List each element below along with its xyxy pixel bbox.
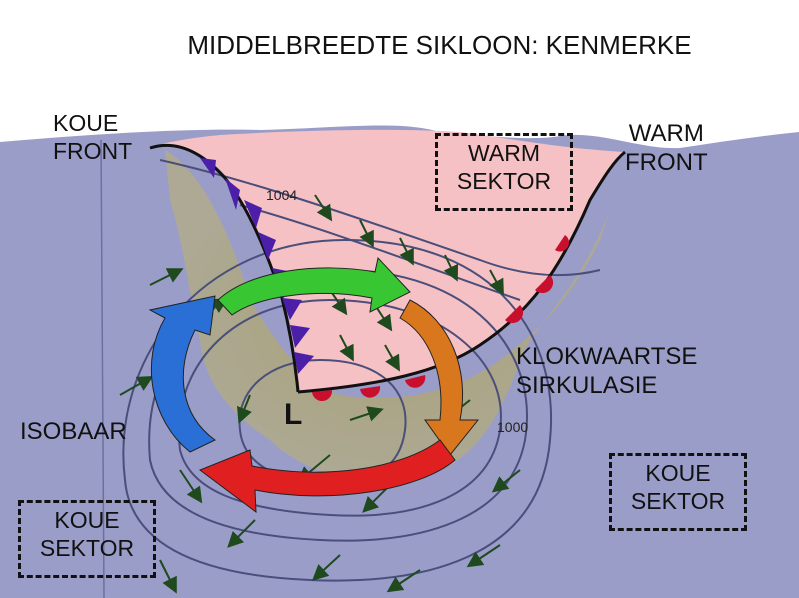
front-triangle <box>290 325 310 348</box>
wind-arrow <box>489 269 504 296</box>
wind-arrow <box>314 194 333 222</box>
front-triangle <box>200 158 216 178</box>
front-triangle <box>225 178 240 210</box>
warm-front-semicircles <box>312 235 570 402</box>
front-semicircle <box>505 305 524 324</box>
cold-front-label-line2: FRONT <box>53 137 133 164</box>
warm-sector-label-line1: WARM <box>468 140 540 166</box>
wind-arrow <box>384 344 400 372</box>
isobar-value-upper: 1004 <box>266 187 297 203</box>
wind-arrow <box>359 219 374 248</box>
wind-arrow <box>466 544 501 568</box>
wind-arrow <box>119 376 154 396</box>
low-pressure-marker: L <box>284 398 302 431</box>
front-semicircle <box>312 390 333 402</box>
front-triangle <box>258 232 276 260</box>
front-semicircle <box>360 386 381 398</box>
wind-arrow <box>399 237 414 266</box>
front-semicircle <box>405 375 426 388</box>
circulation-label-line1: KLOKWAARTSE <box>516 343 698 370</box>
isobar-line <box>239 204 521 301</box>
warm-sector-label-line2: SEKTOR <box>456 167 552 194</box>
wind-arrow <box>312 554 341 581</box>
cold-sector-left-label: KOUE SEKTOR <box>18 500 156 578</box>
circulation-arrows <box>148 256 480 514</box>
circulation-label: KLOKWAARTSE SIRKULASIE <box>516 343 697 401</box>
green-circulation-arrow <box>217 256 411 316</box>
wind-arrow <box>179 469 203 504</box>
warm-front-label-line1: WARM <box>628 120 704 147</box>
cold-sector-right-line2: SEKTOR <box>630 487 726 514</box>
isobar-line <box>122 238 552 582</box>
cold-sector-left-line2: SEKTOR <box>39 534 135 561</box>
isobar-label: ISOBAAR <box>20 418 127 445</box>
wind-arrow <box>339 334 354 362</box>
circulation-label-line2: SIRKULASIE <box>516 371 658 399</box>
warm-front-label: WARM FRONT <box>625 120 708 178</box>
page-title: MIDDELBREEDTE SIKLOON: KENMERKE <box>187 30 692 60</box>
front-triangle <box>244 200 262 228</box>
cold-sector-right-label: KOUE SEKTOR <box>609 453 747 531</box>
cold-front-line <box>149 143 300 393</box>
cold-sector-left-line1: KOUE <box>54 507 120 533</box>
warm-sector-area <box>150 129 625 392</box>
wind-arrow <box>443 254 459 282</box>
meridian-line <box>100 139 105 598</box>
wind-arrow <box>227 519 256 548</box>
wind-arrow <box>374 304 393 332</box>
wind-arrow <box>149 268 184 286</box>
front-triangle <box>294 352 314 374</box>
wind-arrow <box>237 394 252 424</box>
wind-arrow <box>349 406 384 422</box>
red-circulation-arrow <box>198 439 456 514</box>
front-semicircle <box>555 235 570 252</box>
front-triangle <box>282 298 302 320</box>
cold-front-label: KOUE FRONT <box>53 110 132 165</box>
wind-arrow <box>386 569 421 593</box>
warm-front-label-line2: FRONT <box>625 148 708 176</box>
isobar-line <box>177 298 502 517</box>
wind-arrow <box>159 559 177 594</box>
cold-sector-right-line1: KOUE <box>645 460 711 486</box>
blue-circulation-arrow <box>148 295 216 453</box>
cold-front-label-line1: KOUE <box>53 110 119 136</box>
front-semicircle <box>535 275 554 294</box>
isobar-value-lower: 1000 <box>497 419 528 435</box>
wind-arrow <box>491 469 521 493</box>
warm-sector-label: WARM SEKTOR <box>435 133 573 211</box>
